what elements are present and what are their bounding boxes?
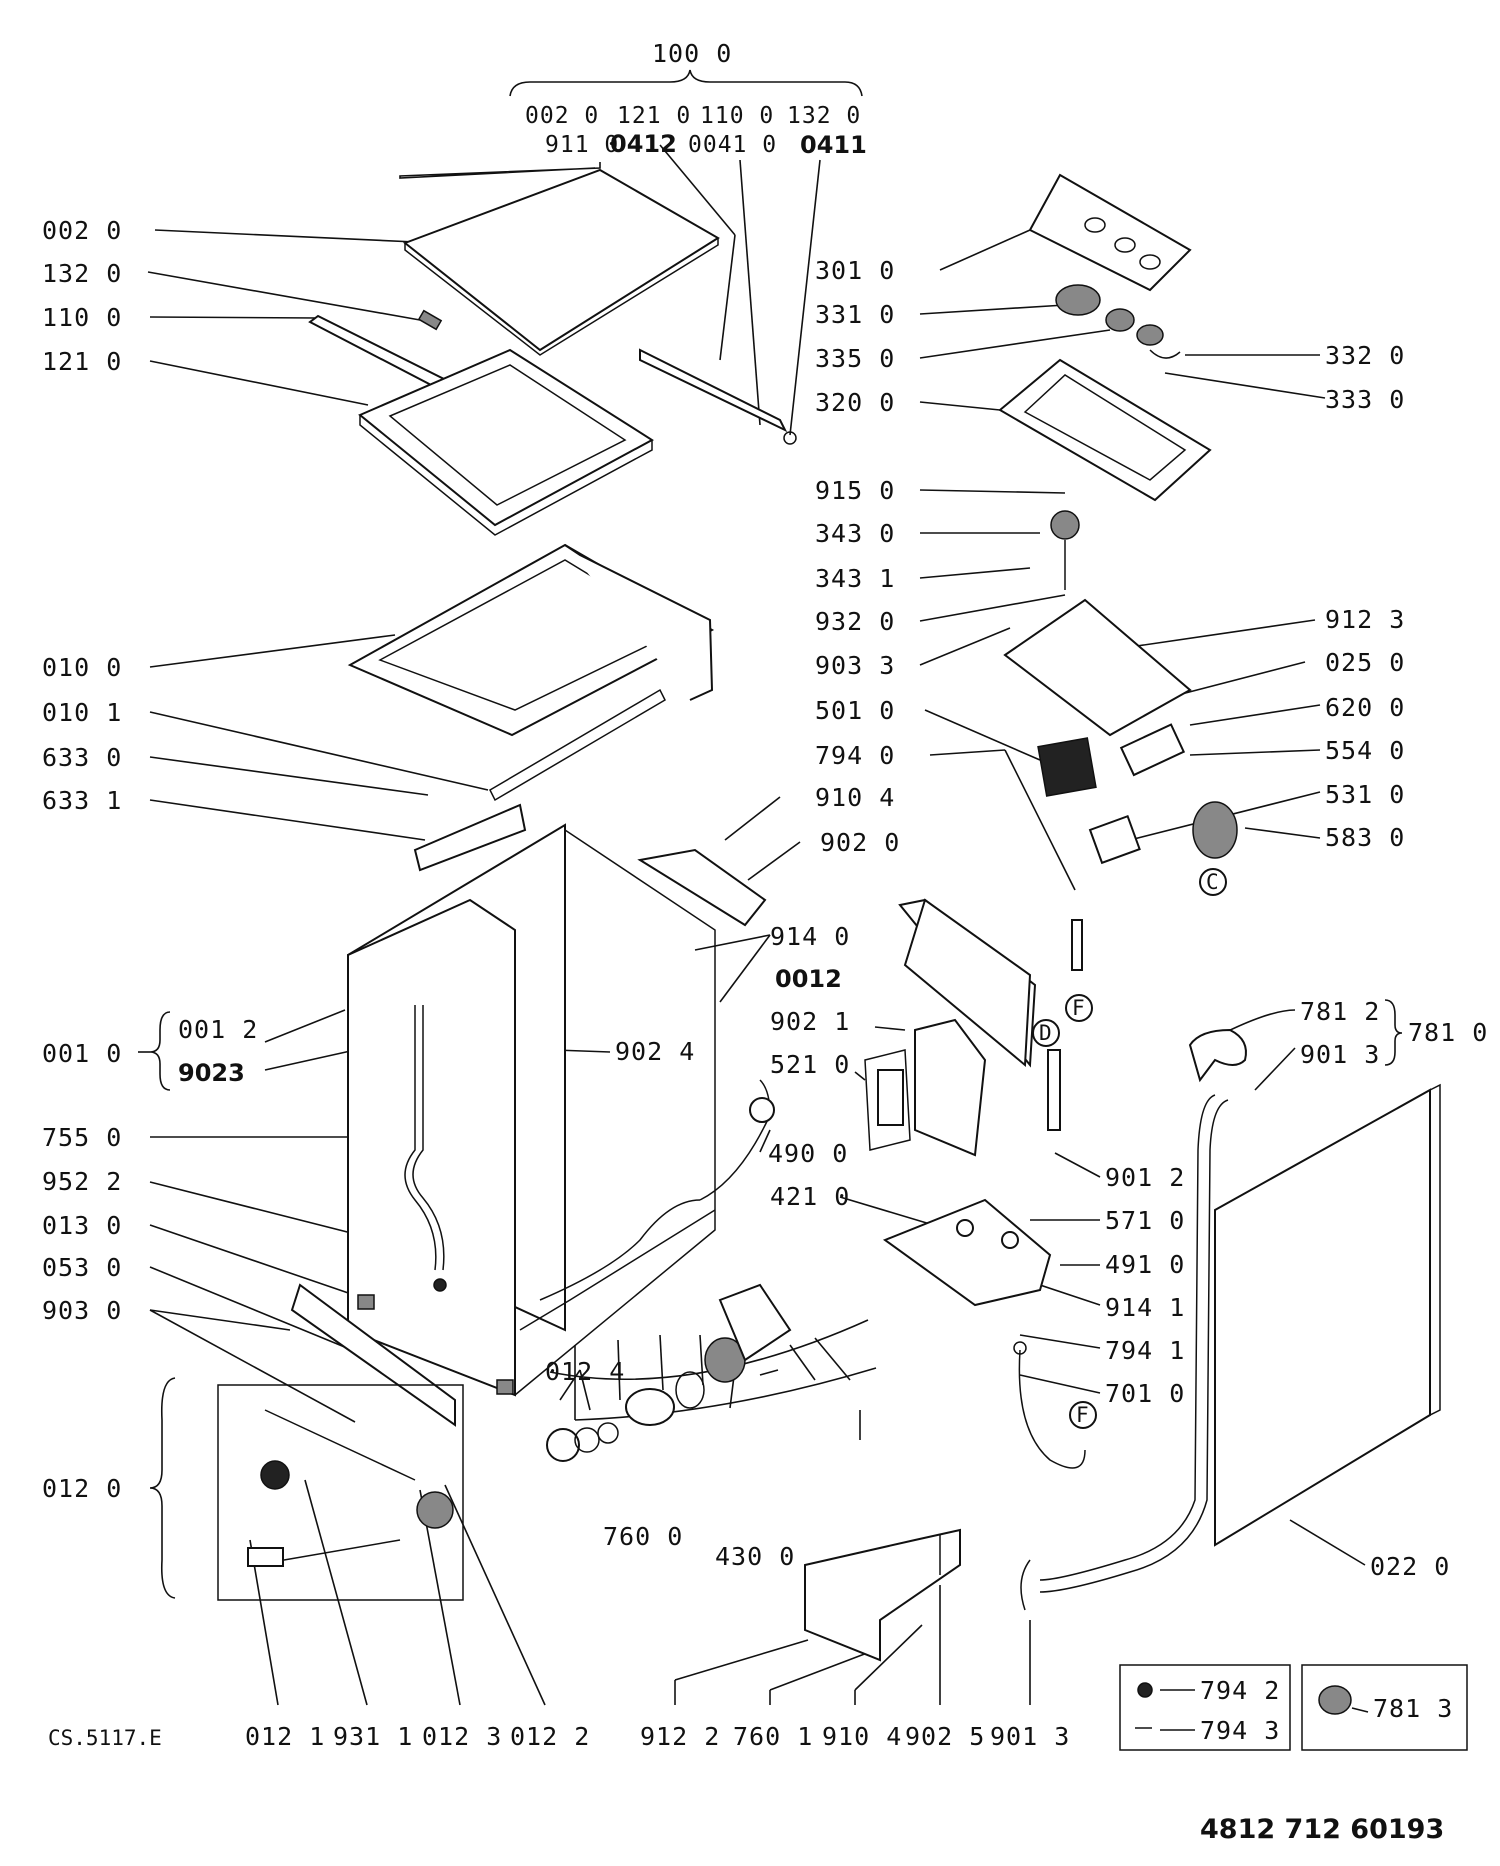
assembly-row2-label: 0412 (610, 130, 677, 158)
part-label: 490 0 (768, 1139, 848, 1168)
part-label: 931 1 (333, 1722, 413, 1751)
part-label: 012 0 (42, 1474, 122, 1503)
assembly-row1-label: 110 0 (700, 103, 774, 129)
part-label: 912 3 (1325, 605, 1405, 634)
part-label: 320 0 (815, 388, 895, 417)
part-label: 501 0 (815, 696, 895, 725)
part-label: 301 0 (815, 256, 895, 285)
doc-code: CS.5117.E (48, 1726, 162, 1750)
part-label: 012 2 (510, 1722, 590, 1751)
part-label: 910 4 (822, 1722, 902, 1751)
callout-letter: F (1076, 1403, 1089, 1427)
part-label: 332 0 (1325, 341, 1405, 370)
legend-label: 794 3 (1200, 1716, 1280, 1745)
leader-lines (138, 69, 1403, 1706)
part-label: 521 0 (770, 1050, 850, 1079)
part-label: 025 0 (1325, 648, 1405, 677)
part-label: 902 4 (615, 1037, 695, 1066)
part-label: 343 0 (815, 519, 895, 548)
part-label: 333 0 (1325, 385, 1405, 414)
assembly-row1-label: 002 0 (525, 103, 599, 129)
right-labels: 332 0 333 0 912 3 025 0 620 0 554 0 531 … (1105, 341, 1488, 1581)
part-label: 912 2 (640, 1722, 720, 1751)
part-label: 331 0 (815, 300, 895, 329)
callout-letter: C (1206, 870, 1219, 894)
part-label: 901 3 (1300, 1040, 1380, 1069)
part-label: 781 2 (1300, 997, 1380, 1026)
part-label: 901 2 (1105, 1163, 1185, 1192)
part-label: 932 0 (815, 607, 895, 636)
legend-label: 781 3 (1373, 1694, 1453, 1723)
part-label: 010 1 (42, 698, 122, 727)
bottom-labels: 012 1 931 1 012 3 012 2 912 2 760 1 910 … (245, 1722, 1070, 1751)
part-label: 010 0 (42, 653, 122, 682)
part-label: 012 3 (422, 1722, 502, 1751)
part-label: 914 0 (770, 922, 850, 951)
part-label: 794 0 (815, 741, 895, 770)
parts (217, 168, 1441, 1662)
part-label: 012 1 (245, 1722, 325, 1751)
part-label: 110 0 (42, 303, 122, 332)
part-label: 571 0 (1105, 1206, 1185, 1235)
part-label: 633 0 (42, 743, 122, 772)
assembly-labels: 100 0 002 0 121 0 110 0 132 0 911 0 0412… (525, 39, 867, 159)
doc-number: 4812 712 60193 (1200, 1814, 1444, 1845)
assembly-row2-label: 911 0 (545, 132, 619, 158)
center-labels: 301 0 331 0 335 0 320 0 915 0 343 0 343 … (545, 256, 900, 1571)
part-label: 531 0 (1325, 780, 1405, 809)
legend-label: 794 2 (1200, 1676, 1280, 1705)
part-label: 760 0 (603, 1522, 683, 1551)
part-label: 902 5 (905, 1722, 985, 1751)
part-label: 701 0 (1105, 1379, 1185, 1408)
part-label: 343 1 (815, 564, 895, 593)
part-label: 012 4 (545, 1357, 625, 1386)
part-label: 0012 (775, 965, 842, 993)
part-label: 902 0 (820, 828, 900, 857)
part-label: 132 0 (42, 259, 122, 288)
part-label: 335 0 (815, 344, 895, 373)
part-label: 121 0 (42, 347, 122, 376)
part-label: 002 0 (42, 216, 122, 245)
part-label: 901 3 (990, 1722, 1070, 1751)
part-label: 915 0 (815, 476, 895, 505)
part-label: 554 0 (1325, 736, 1405, 765)
part-label: 633 1 (42, 786, 122, 815)
part-label: 760 1 (733, 1722, 813, 1751)
assembly-row2-label: 0041 0 (688, 132, 777, 158)
part-label: 914 1 (1105, 1293, 1185, 1322)
part-label: 9023 (178, 1059, 245, 1087)
part-label: 022 0 (1370, 1552, 1450, 1581)
part-label: 755 0 (42, 1123, 122, 1152)
part-label: 910 4 (815, 783, 895, 812)
callout-letter: D (1039, 1021, 1052, 1045)
part-label: 903 0 (42, 1296, 122, 1325)
assembly-label: 100 0 (652, 39, 732, 68)
part-label: 001 2 (178, 1015, 258, 1044)
part-label: 781 0 (1408, 1018, 1488, 1047)
part-label: 491 0 (1105, 1250, 1185, 1279)
part-label: 001 0 (42, 1039, 122, 1068)
assembly-row2-label: 0411 (800, 131, 867, 159)
assembly-row1-label: 132 0 (787, 103, 861, 129)
assembly-row1-label: 121 0 (617, 103, 691, 129)
part-label: 053 0 (42, 1253, 122, 1282)
callout-markers: C F D F (1032, 868, 1227, 1429)
part-label: 013 0 (42, 1211, 122, 1240)
part-label: 583 0 (1325, 823, 1405, 852)
callout-letter: F (1072, 996, 1085, 1020)
part-label: 421 0 (770, 1182, 850, 1211)
legend: 794 2 794 3 781 3 (1119, 1664, 1468, 1751)
left-labels: 002 0 132 0 110 0 121 0 010 0 010 1 633 … (42, 216, 258, 1503)
part-label: 794 1 (1105, 1336, 1185, 1365)
part-label: 620 0 (1325, 693, 1405, 722)
part-label: 430 0 (715, 1542, 795, 1571)
part-label: 952 2 (42, 1167, 122, 1196)
part-label: 903 3 (815, 651, 895, 680)
part-label: 902 1 (770, 1007, 850, 1036)
